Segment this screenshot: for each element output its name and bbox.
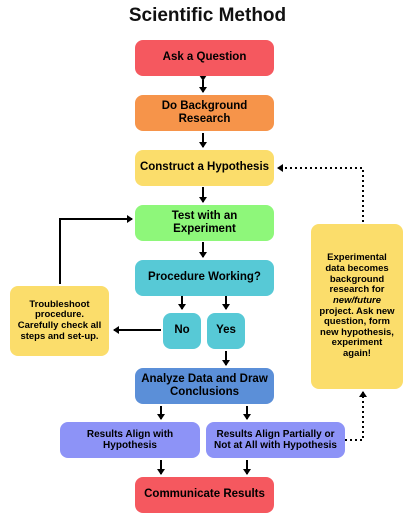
arrow-troubleshoot-test: [59, 215, 133, 284]
step-analyze-data: Analyze Data and Draw Conclusions: [135, 368, 274, 404]
step-background-research: Do Background Research: [135, 95, 274, 131]
decision-yes: Yes: [207, 313, 245, 349]
step-test-experiment: Test with an Experiment: [135, 205, 274, 241]
step-ask-question: Ask a Question: [135, 40, 274, 76]
decision-no: No: [163, 313, 201, 349]
note-feedback: Experimental data becomes background res…: [311, 224, 403, 389]
step-communicate-results: Communicate Results: [135, 477, 274, 513]
arrow-partial-feedback: [345, 391, 367, 441]
note-feedback-italic: new/future: [332, 294, 382, 306]
step-construct-hypothesis: Construct a Hypothesis: [135, 150, 274, 186]
arrow-feedback-hypothesis: [277, 164, 364, 222]
note-feedback-text: Experimental data becomes background res…: [317, 253, 397, 359]
result-align: Results Align with Hypothesis: [60, 422, 200, 458]
note-feedback-before: Experimental data becomes background res…: [325, 252, 389, 296]
step-procedure-working: Procedure Working?: [135, 260, 274, 296]
note-troubleshoot: Troubleshoot procedure. Carefully check …: [10, 286, 109, 356]
result-partial: Results Align Partially or Not at All wi…: [206, 422, 345, 458]
note-feedback-after: project. Ask new question, form new hypo…: [319, 305, 395, 359]
diagram-title: Scientific Method: [128, 5, 287, 26]
